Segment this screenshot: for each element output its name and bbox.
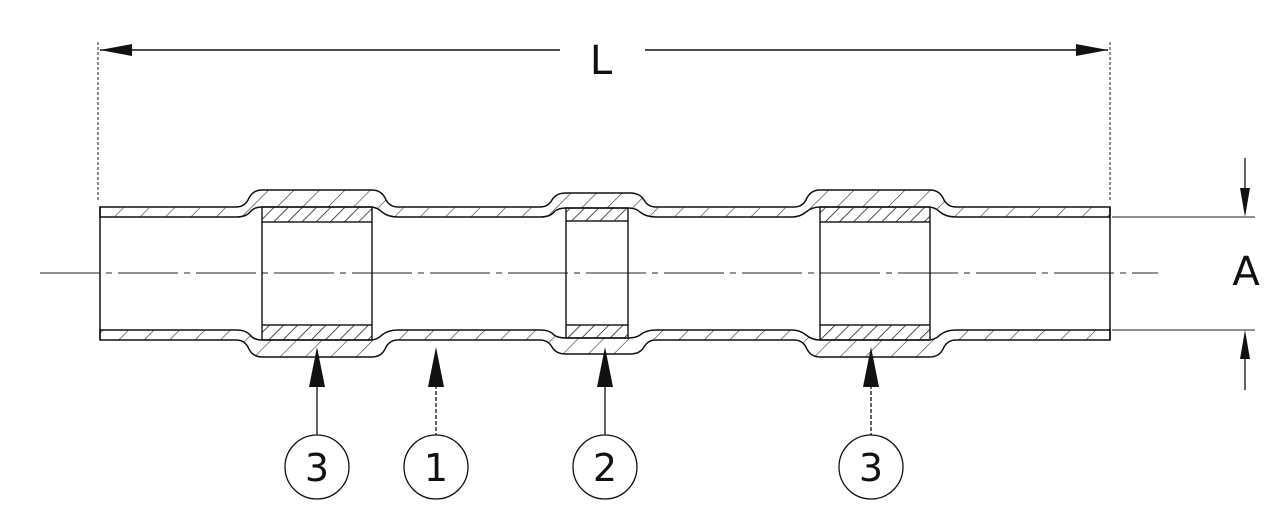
arrowhead-bottom [1240, 330, 1250, 359]
callout-balloon-4: 3 [838, 434, 904, 500]
callout-number: 3 [859, 446, 883, 490]
callout-balloon-1: 3 [284, 434, 350, 500]
callout-leader-2 [428, 347, 444, 435]
callout-leader-1 [309, 347, 325, 435]
callout-balloon-3: 2 [572, 434, 638, 500]
sleeve-right [819, 206, 931, 341]
diameter-label: A [1232, 249, 1260, 295]
arrowhead-top [1240, 188, 1250, 217]
diameter-dimension: A [1112, 158, 1260, 390]
sleeve-middle [565, 207, 629, 339]
length-dimension: L [97, 38, 1111, 200]
callout-leader-4 [863, 347, 879, 435]
length-label: L [590, 38, 613, 84]
callout-number: 2 [593, 446, 617, 490]
callout-number: 1 [424, 446, 448, 490]
callout-number: 3 [305, 446, 329, 490]
callout-leader-3 [597, 347, 613, 435]
callout-balloon-2: 1 [403, 434, 469, 500]
sleeve-left [261, 206, 373, 341]
arrowhead-right [1076, 44, 1108, 56]
arrowhead-left [100, 44, 132, 56]
